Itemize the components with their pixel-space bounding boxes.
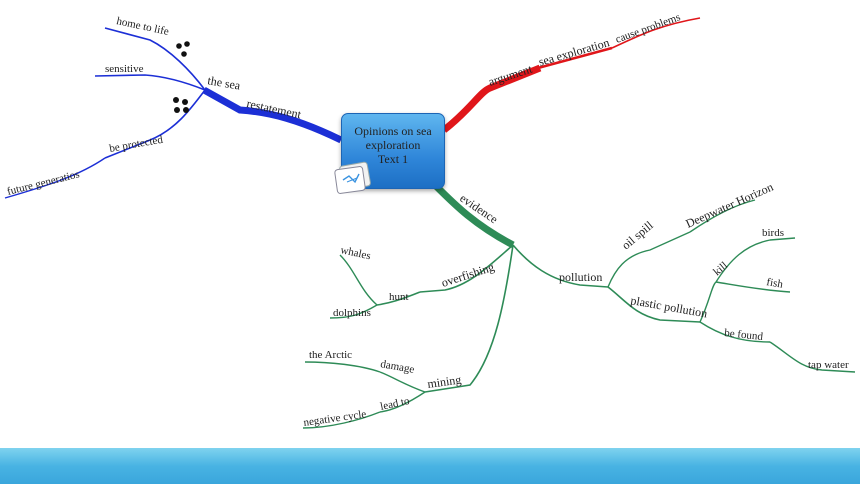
dolphins-label: dolphins: [333, 307, 371, 319]
lead-to-label: lead to: [379, 395, 411, 413]
central-topic-line1: Opinions on sea: [354, 124, 432, 138]
birds-label: birds: [762, 227, 784, 239]
fish-label: fish: [765, 276, 784, 291]
document-icon: [334, 161, 371, 194]
deepwater-horizon-label: Deepwater Horizon: [684, 180, 776, 231]
plastic-pollution-label: plastic pollution: [629, 293, 708, 320]
central-topic-text: Opinions on sea exploration Text 1: [342, 124, 444, 166]
hunt-label: hunt: [389, 291, 409, 303]
mining-label: mining: [426, 372, 462, 391]
argument-label: argument: [487, 61, 535, 88]
kill-label: kill: [711, 260, 730, 279]
dots-icon: [173, 41, 190, 113]
future-generations-label: future generatios: [6, 168, 81, 198]
cause-problems-label: cause problems: [614, 11, 682, 46]
restatement-branch: [4, 27, 343, 199]
pollution-label: pollution: [559, 270, 602, 284]
sensitive-label: sensitive: [105, 63, 144, 75]
the-arctic-label: the Arctic: [309, 349, 352, 361]
central-topic-line2: exploration: [365, 138, 421, 152]
be-found-label: be found: [724, 327, 764, 343]
home-to-life-label: home to life: [115, 15, 170, 38]
footer-band: [0, 448, 860, 484]
damage-label: damage: [379, 358, 415, 376]
oil-spill-label: oil spill: [619, 218, 656, 253]
argument-branch: [441, 17, 701, 133]
be-protected-label: be protected: [108, 134, 164, 155]
tap-water-label: tap water: [808, 359, 849, 371]
evidence-branch: [302, 183, 856, 429]
overfishing-label: overfishing: [440, 260, 496, 290]
the-sea-label: the sea: [206, 73, 242, 93]
negative-cycle-label: negative cycle: [303, 408, 367, 429]
central-topic-line3: Text 1: [377, 152, 409, 166]
